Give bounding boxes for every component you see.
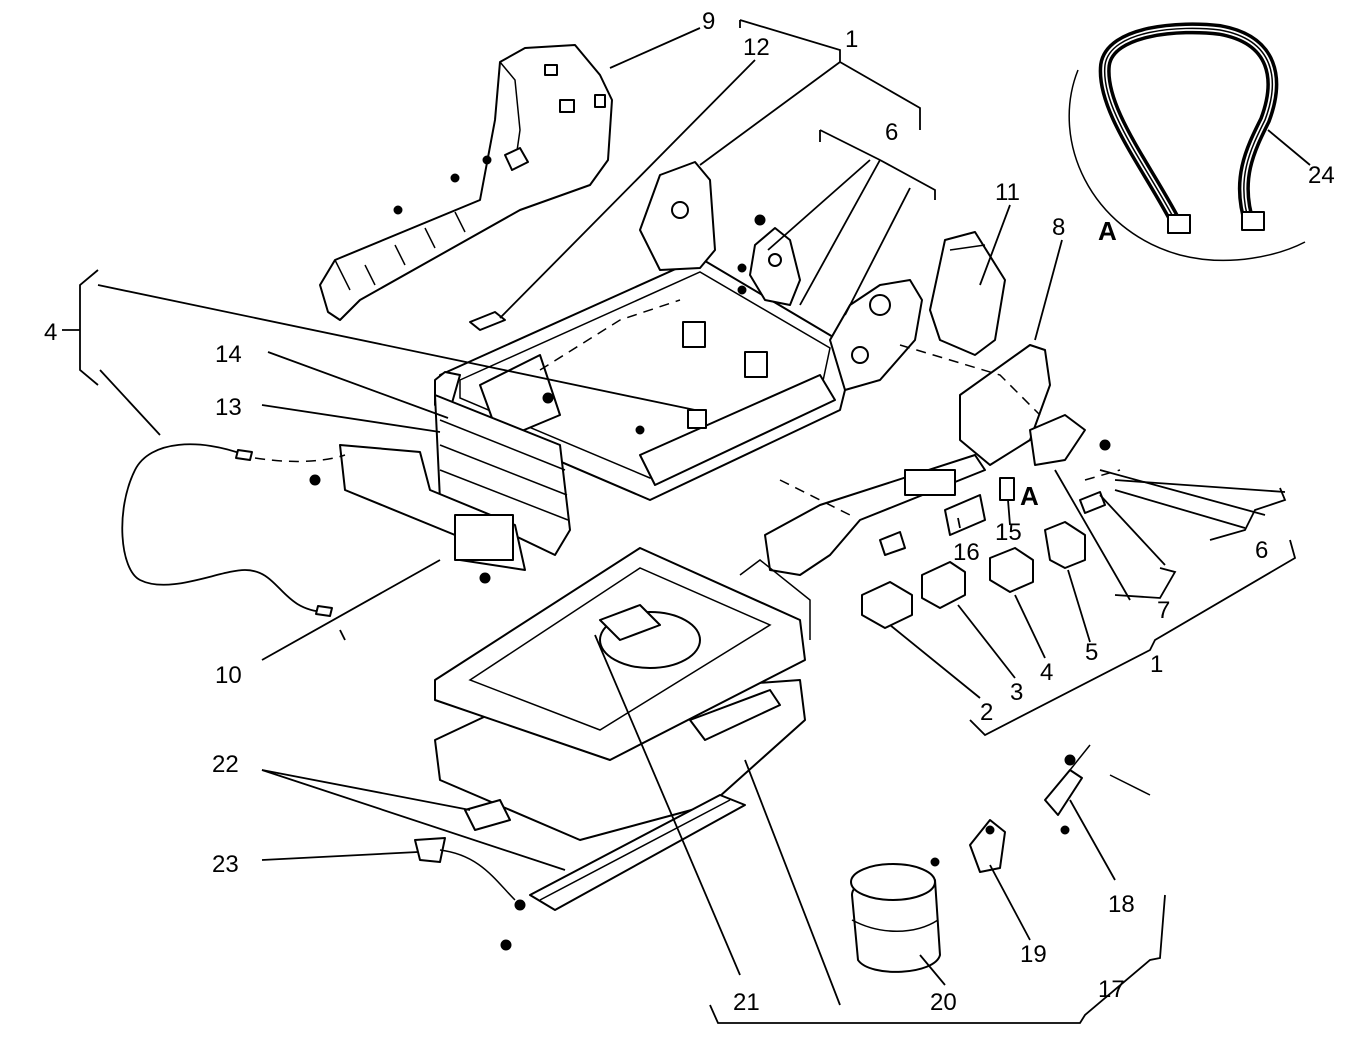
callout-7: 7 — [1157, 597, 1170, 624]
switch-4 — [989, 547, 1034, 593]
suspension-base-21 — [434, 547, 811, 841]
callout-14: 14 — [215, 341, 242, 368]
switch-module-2 — [861, 581, 913, 629]
callout-20: 20 — [930, 989, 957, 1016]
front-panel-10 — [309, 444, 526, 584]
callout-4-right: 4 — [1040, 659, 1053, 686]
side-trim-8 — [959, 344, 1051, 466]
front-bolster-13-14 — [434, 394, 571, 556]
callout-19: 19 — [1020, 941, 1047, 968]
callout-10: 10 — [215, 662, 242, 689]
detail-a-inset-label: A — [1098, 216, 1117, 246]
callout-16: 16 — [953, 539, 980, 566]
callout-3: 3 — [1010, 679, 1023, 706]
callout-2: 2 — [980, 699, 993, 726]
callout-5: 5 — [1085, 639, 1098, 666]
handle-23 — [414, 837, 446, 863]
callout-11: 11 — [995, 179, 1020, 206]
callout-18: 18 — [1108, 891, 1135, 918]
callout-9: 9 — [702, 8, 715, 35]
callout-13: 13 — [215, 394, 242, 421]
slide-rails-22 — [464, 794, 746, 911]
detail-a-circle-arc — [1068, 69, 1306, 262]
detail-a-inset — [1068, 22, 1311, 262]
cover-11 — [929, 231, 1006, 356]
block-16 — [944, 494, 986, 536]
callout-1-bottom: 1 — [1150, 651, 1163, 678]
callout-4-left: 4 — [44, 319, 57, 346]
callout-1-top: 1 — [845, 26, 858, 53]
hose-fitting-right — [1241, 211, 1265, 231]
callout-15: 15 — [995, 519, 1022, 546]
switch-module-3 — [921, 561, 966, 609]
clip-12 — [469, 311, 506, 331]
leader-lines — [62, 19, 1297, 1024]
callout-22: 22 — [212, 751, 239, 778]
callout-12: 12 — [743, 34, 770, 61]
detail-a-ref-label: A — [1020, 481, 1039, 511]
callout-6-top: 6 — [885, 119, 898, 146]
block-15 — [999, 477, 1015, 501]
callout-labels: 9 12 1 6 11 8 24 A 4 14 13 10 A 15 16 6 … — [44, 8, 1335, 1016]
valve-19 — [969, 819, 1006, 873]
hose-24 — [1098, 22, 1279, 234]
callout-24: 24 — [1308, 162, 1335, 189]
air-spring-20 — [850, 857, 941, 973]
callout-21: 21 — [733, 989, 760, 1016]
cable-4 — [121, 443, 326, 613]
callout-8: 8 — [1052, 214, 1065, 241]
side-shield-9 — [319, 44, 613, 321]
callout-6-right: 6 — [1255, 537, 1268, 564]
bracket-5 — [1044, 521, 1086, 569]
callout-23: 23 — [212, 851, 239, 878]
callout-17: 17 — [1098, 976, 1125, 1003]
hose-fitting-left — [1167, 214, 1191, 234]
damper-18 — [1044, 744, 1151, 835]
